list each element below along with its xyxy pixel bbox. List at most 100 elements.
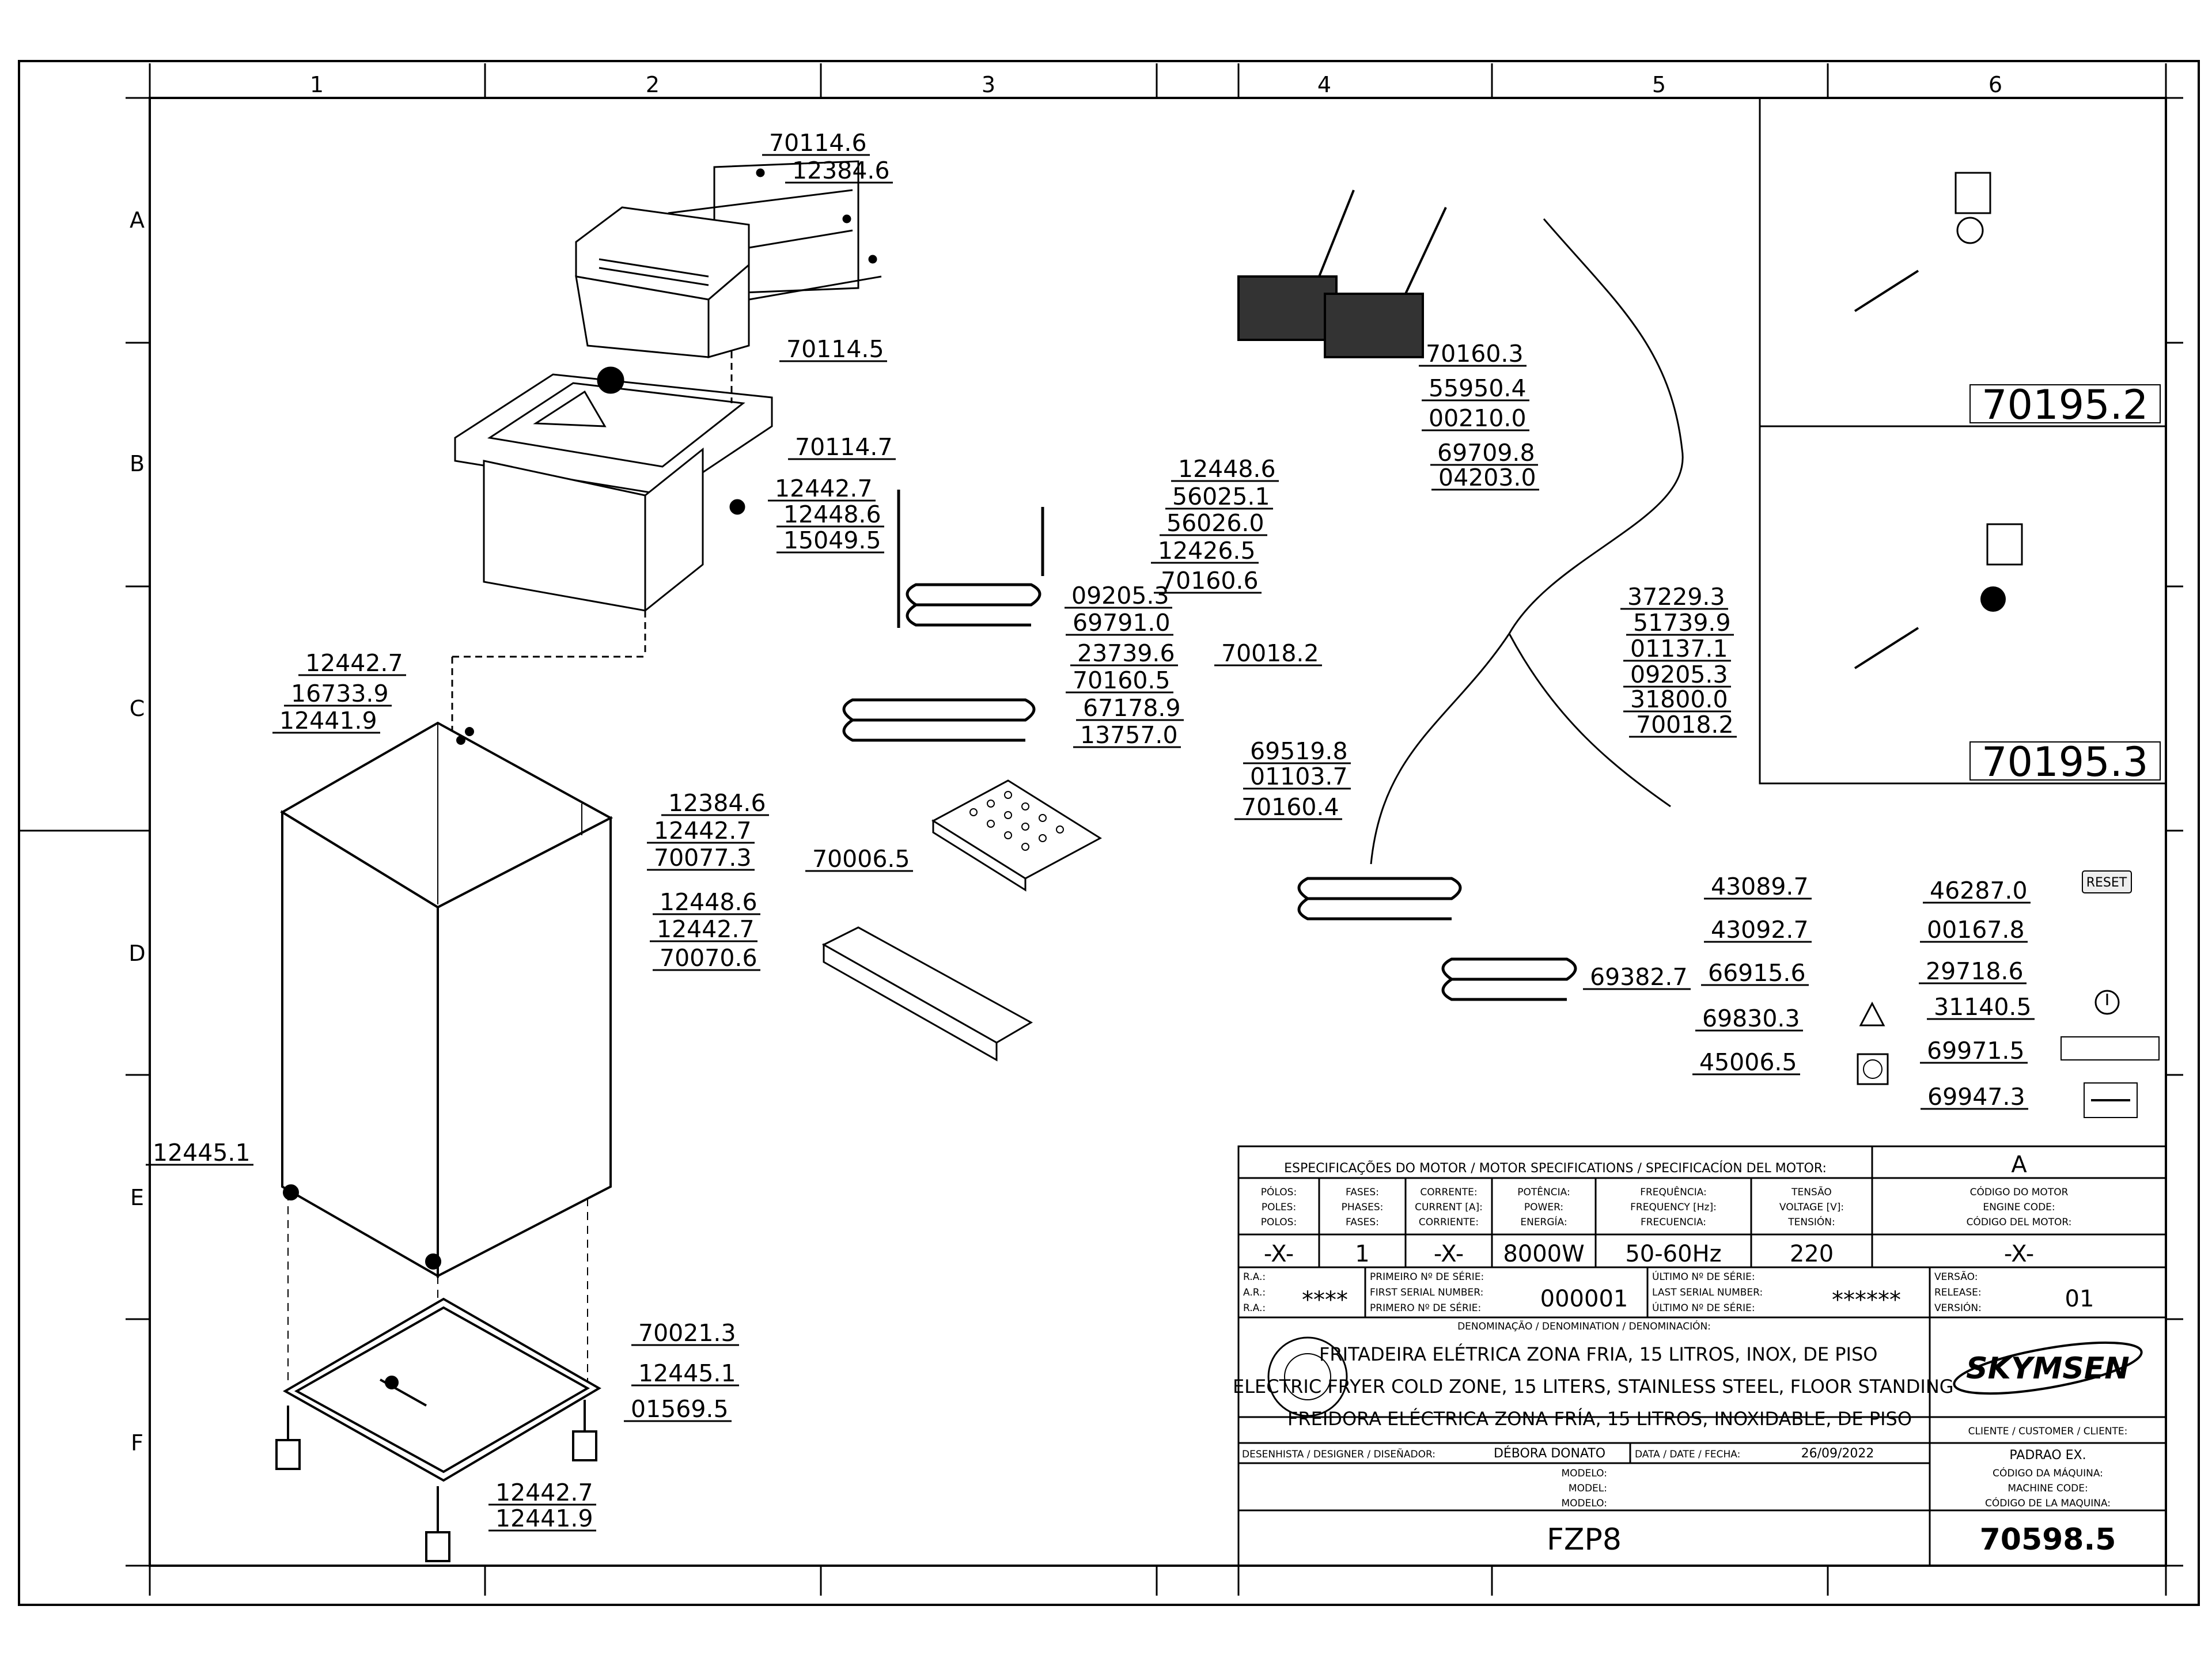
part-label: 69971.5 [1927, 1037, 2025, 1065]
cabinet-body [280, 721, 613, 1278]
date-value: 26/09/2022 [1801, 1446, 1874, 1461]
part-label: 70160.3 [1426, 340, 1524, 368]
ra-value: **** [1302, 1287, 1348, 1313]
part-label: 31800.0 [1630, 685, 1728, 713]
ground-symbol-icon [2094, 990, 2120, 1015]
phases-value: 1 [1355, 1241, 1369, 1267]
grid-row-d: D [128, 941, 145, 966]
customer-value: PADRAO EX. [2009, 1448, 2086, 1463]
part-label: 12448.6 [783, 501, 881, 528]
denomination-es: FREIDORA ELÉCTRICA ZONA FRÍA, 15 LITROS,… [1287, 1408, 1912, 1430]
last-serial-value: ****** [1832, 1287, 1901, 1313]
date-label: DATA / DATE / FECHA: [1635, 1449, 1740, 1460]
frequency-header-en: FREQUENCY [Hz]: [1630, 1202, 1717, 1213]
part-label: 70114.5 [786, 335, 884, 363]
part-label: 70114.6 [769, 129, 867, 157]
part-label: 00210.0 [1429, 404, 1527, 432]
rear-bracket [821, 926, 1033, 1062]
version-label-es: VERSIÓN: [1934, 1301, 1982, 1314]
part-label: 70021.3 [638, 1319, 736, 1347]
frequency-header-pt: FREQUÊNCIA: [1640, 1185, 1707, 1198]
current-header-en: CURRENT [A]: [1415, 1202, 1483, 1213]
denomination-header: DENOMINAÇÃO / DENOMINATION / DENOMINACIÓ… [1457, 1320, 1711, 1332]
designer-label: DESENHISTA / DESIGNER / DISEÑADOR: [1242, 1448, 1435, 1460]
fryer-tank-assembly [451, 351, 773, 732]
part-label: 45006.5 [1699, 1048, 1797, 1076]
last-serial-label-en: LAST SERIAL NUMBER: [1652, 1287, 1763, 1298]
warning-hot-surface-icon [1859, 1001, 1885, 1027]
part-label: 56026.0 [1166, 509, 1264, 537]
ra-label-2: A.R.: [1243, 1287, 1266, 1298]
part-label: 43092.7 [1711, 916, 1809, 944]
brand-logo: SKYMSEN [1953, 1341, 2143, 1395]
reset-sticker: RESET [2082, 870, 2132, 893]
denomination-pt: FRITADEIRA ELÉTRICA ZONA FRIA, 15 LITROS… [1319, 1343, 1877, 1365]
engine-code-header-pt: CÓDIGO DO MOTOR [1970, 1185, 2069, 1198]
part-label: 67178.9 [1083, 694, 1181, 722]
part-label: 69709.8 [1437, 439, 1535, 467]
grid-col-1: 1 [310, 72, 324, 97]
electric-shock-sticker-icon [1857, 1053, 1889, 1085]
part-label: 12384.6 [792, 157, 890, 184]
part-label: 12426.5 [1158, 537, 1256, 565]
voltage-header-pt: TENSÃO [1791, 1185, 1832, 1198]
last-serial-label-pt: ÚLTIMO Nº DE SÉRIE: [1652, 1270, 1755, 1283]
grid-row-b: B [130, 451, 145, 476]
poles-value: -X- [1264, 1241, 1294, 1267]
ra-label-1: R.A.: [1243, 1271, 1266, 1283]
part-label: 70077.3 [654, 844, 752, 872]
part-label: 70114.7 [795, 433, 893, 461]
drawing-frame: 1 2 3 4 5 6 A B C D E F [18, 60, 2200, 1606]
title-block: ESPECIFICAÇÕES DO MOTOR / MOTOR SPECIFIC… [1233, 1145, 2167, 1567]
part-label: 70160.5 [1073, 666, 1171, 694]
grid-col-6: 6 [1988, 72, 2002, 97]
last-serial-label-es: ÚLTIMO Nº DE SÉRIE: [1652, 1301, 1755, 1314]
grid-row-f: F [131, 1430, 143, 1456]
first-serial-value: 000001 [1540, 1286, 1628, 1312]
frequency-header-es: FRECUENCIA: [1641, 1217, 1706, 1228]
voltage-header-es: TENSIÓN: [1787, 1215, 1835, 1228]
detail-label-70195-3: 70195.3 [1982, 738, 2148, 786]
cable-harness [1370, 218, 1684, 865]
motor-spec-header: ESPECIFICAÇÕES DO MOTOR / MOTOR SPECIFIC… [1284, 1160, 1827, 1176]
cabinet-base-and-feet [275, 1192, 601, 1562]
part-label: 51739.9 [1633, 609, 1731, 637]
machine-code-label-es: CÓDIGO DE LA MAQUINA: [1985, 1497, 2111, 1509]
part-label: 31140.5 [1934, 993, 2032, 1021]
part-label: 12441.9 [279, 707, 377, 734]
part-label: 12442.7 [654, 817, 752, 844]
frequency-value: 50-60Hz [1625, 1241, 1721, 1267]
grid-col-3: 3 [982, 72, 995, 97]
part-label: 46287.0 [1930, 877, 2028, 904]
part-label: 12441.9 [495, 1505, 593, 1532]
part-label: 23739.6 [1077, 639, 1175, 667]
part-label: 37229.3 [1627, 583, 1725, 611]
part-label: 01569.5 [631, 1395, 729, 1423]
control-panel-assembly [575, 160, 882, 358]
part-label: 70006.5 [812, 845, 910, 873]
poles-header-es: POLOS: [1261, 1217, 1297, 1228]
part-label: 12442.7 [775, 475, 873, 502]
power-value: 8000W [1503, 1241, 1584, 1267]
part-label: 69519.8 [1250, 737, 1348, 765]
engine-code-value: -X- [2004, 1241, 2034, 1267]
model-label-pt: MODELO: [1561, 1468, 1607, 1479]
part-label: 12448.6 [660, 888, 757, 916]
first-serial-label-es: PRIMERO Nº DE SÉRIE: [1370, 1301, 1481, 1314]
fryer-baskets [1237, 190, 1447, 358]
part-label: 12442.7 [495, 1479, 593, 1506]
phases-header-en: PHASES: [1342, 1202, 1384, 1213]
denomination-en: ELECTRIC FRYER COLD ZONE, 15 LITERS, STA… [1233, 1376, 1954, 1397]
version-value: 01 [2065, 1286, 2094, 1312]
part-label: 69791.0 [1073, 609, 1171, 637]
part-label: 70018.2 [1636, 711, 1734, 738]
part-label: 12448.6 [1178, 455, 1276, 483]
rating-plate-sticker [2061, 1036, 2160, 1060]
grid-row-a: A [130, 207, 145, 233]
detail-label-70195-2: 70195.2 [1982, 381, 2148, 429]
customer-label: CLIENTE / CUSTOMER / CLIENTE: [1968, 1426, 2128, 1437]
basket-support-grid [931, 779, 1102, 892]
poles-header-en: POLES: [1262, 1202, 1296, 1213]
heating-elements-right [1297, 877, 1577, 1001]
part-label: 09205.3 [1071, 582, 1169, 609]
